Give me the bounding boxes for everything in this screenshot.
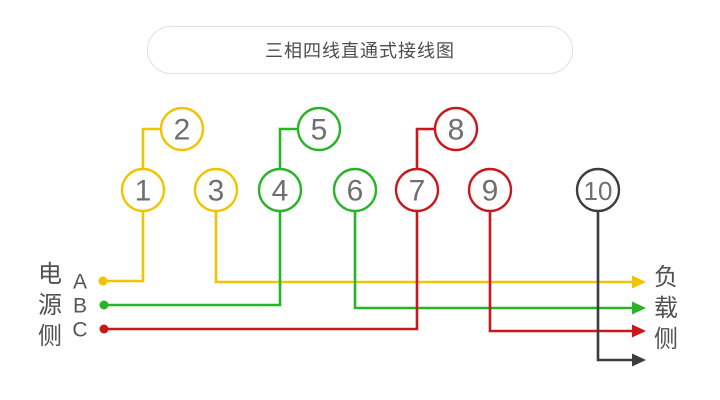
phase-b-label: B	[73, 295, 87, 318]
diagram-title-pill: 三相四线直通式接线图	[147, 26, 573, 74]
phase-a-label: A	[73, 271, 87, 294]
terminal-9-circle	[467, 167, 513, 213]
phase-b-source-dot	[99, 300, 109, 310]
phase-a-source-dot	[98, 276, 108, 286]
diagram-title: 三相四线直通式接线图	[265, 41, 455, 61]
phase-a-arrow-icon	[632, 275, 646, 289]
load-side-label: 负载侧	[654, 264, 678, 353]
terminal-5-circle	[296, 106, 342, 152]
terminal-5-label: 5	[311, 114, 328, 147]
terminal-6-circle	[332, 167, 378, 213]
terminal-7-label: 7	[409, 175, 426, 208]
wire-phase-a-input	[103, 190, 145, 283]
wire-phase-c-output	[488, 190, 633, 333]
terminal-4-circle	[257, 167, 303, 213]
phase-c-arrow-icon	[632, 324, 646, 338]
terminal-9-label: 9	[482, 175, 499, 208]
phase-c-label: C	[72, 319, 87, 342]
terminal-4-label: 4	[272, 175, 289, 208]
terminal-10-circle	[575, 167, 621, 213]
terminal-1-circle	[120, 167, 166, 213]
terminal-3-circle	[193, 167, 239, 213]
phase-c-source-dot	[99, 324, 109, 334]
terminal-2-label: 2	[174, 114, 191, 147]
terminal-1-label: 1	[135, 175, 152, 208]
wire-neutral-output	[596, 190, 633, 362]
source-side-label: 电源侧	[38, 261, 62, 350]
terminal-6-label: 6	[347, 175, 364, 208]
wire-phase-b-output	[353, 190, 633, 310]
wire-phase-b-input	[104, 190, 282, 307]
terminal-8-circle	[433, 106, 479, 152]
wire-phase-a-output	[214, 190, 633, 284]
terminal-3-label: 3	[208, 175, 225, 208]
terminal-8-label: 8	[448, 114, 465, 147]
phase-b-arrow-icon	[632, 301, 646, 315]
terminal-10-label: 10	[584, 176, 613, 206]
terminal-2-circle	[159, 106, 205, 152]
wire-phase-c-input	[104, 190, 419, 331]
terminal-7-circle	[394, 167, 440, 213]
neutral-arrow-icon	[632, 353, 646, 367]
